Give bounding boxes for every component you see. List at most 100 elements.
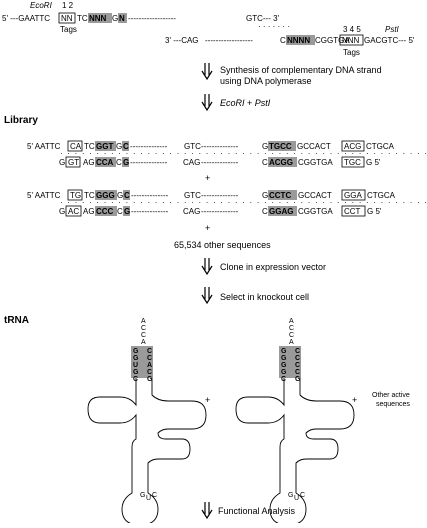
trna-label: tRNA <box>4 315 29 326</box>
trna-right-stem-l2: G <box>281 362 287 369</box>
trna-right-stem-l0: G <box>281 348 287 355</box>
seq1-bot-hl3 <box>268 157 297 167</box>
top-strand-tail: GTC--- 3' <box>246 14 280 23</box>
trna-left-stem-l1: G <box>133 355 139 362</box>
digest-plus: + <box>245 98 255 108</box>
trna-right-anticodon-3: C <box>300 492 305 499</box>
seq1-bot-hl1-text: CCA <box>96 158 114 167</box>
step-functional-text: Functional Analysis <box>218 506 296 516</box>
trna-right-stem-highlight <box>279 346 301 378</box>
other-active-line1: Other active <box>372 392 410 399</box>
seq1-bot-mid2: C <box>116 158 122 167</box>
bottom-highlight <box>286 35 315 45</box>
seq2-bot-mid3: CGGTGA <box>298 207 333 216</box>
step-synthesis-line1: Synthesis of complementary DNA strand <box>220 65 382 75</box>
seq2-top-box2 <box>341 189 366 201</box>
bottom-tags-label: Tags <box>343 48 360 57</box>
trna-left-stem-r0: C <box>147 348 152 355</box>
trna-right-stem-r3: C <box>295 369 300 376</box>
bottom-tag-box <box>339 34 364 46</box>
top-highlight-2-text: N <box>119 14 125 23</box>
seq2-bot-hl2 <box>123 206 130 216</box>
seq1-bot-dashes: -------------- <box>130 158 168 167</box>
library-plus-2: + <box>205 223 210 233</box>
seq1-bot-mid1: AG <box>83 158 95 167</box>
trna-plus-between: + <box>205 395 210 405</box>
trna-left-stem-r1: C <box>147 355 152 362</box>
trna-left-acceptor-c2: C <box>141 332 146 339</box>
seq1-top-mid2: G <box>116 142 122 151</box>
step-digest: EcoRI + PstI <box>201 93 271 111</box>
seq1-top-tail: CTGCA <box>366 142 395 151</box>
seq1-top-hl2 <box>122 141 129 151</box>
step-select-text: Select in knockout cell <box>220 292 309 302</box>
seq1-top-prefix: 5' AATTC <box>27 142 61 151</box>
trna-left-anticodon-1: G <box>140 492 145 499</box>
trna-right-stem-r0: C <box>295 348 300 355</box>
trna-right-stem-l3: G <box>281 369 287 376</box>
digest-enzyme-1: EcoRI <box>220 98 245 108</box>
seq2-bot-hl3-text: GGAG <box>269 207 293 216</box>
enzyme-label-ecori: EcoRI <box>30 1 53 10</box>
seq1-top-mid1: TC <box>84 142 95 151</box>
seq1-bot-box1-text: GT <box>68 158 79 167</box>
trna-right-acceptor-a: A <box>289 318 294 325</box>
pairing-dots-top: · · · · · · · <box>258 22 290 31</box>
step-clone: Clone in expression vector <box>201 257 326 275</box>
top-tag-box-text: NN <box>61 14 73 23</box>
top-strand-mid2: G <box>112 14 118 23</box>
seq2-top-hl3 <box>268 190 297 200</box>
digest-enzyme-2: PstI <box>255 98 271 108</box>
top-tags-label: Tags <box>60 25 77 34</box>
top-strand-mid1: TC <box>77 14 88 23</box>
bottom-strand-mid: CGGTGA <box>315 36 350 45</box>
other-active-line2: sequences <box>376 401 410 408</box>
seq2-bot-box2-text: CCT <box>344 207 361 216</box>
seq2-top-dashes: -------------- <box>131 191 169 200</box>
step-clone-text: Clone in expression vector <box>220 262 326 272</box>
double-arrow-icon <box>201 93 213 111</box>
seq1-bot-box2 <box>341 156 365 168</box>
seq1-bot-tail: G 5' <box>366 158 381 167</box>
seq1-bot-hl2-text: G <box>123 158 129 167</box>
trna-right-acceptor-c2: C <box>289 332 294 339</box>
seq1-top-dashes2: -------------- <box>201 142 239 151</box>
trna-right-acceptor-c1: C <box>289 325 294 332</box>
step-functional: Functional Analysis <box>201 501 296 519</box>
enzyme-label-psti: PstI <box>385 25 400 34</box>
seq2-top-prefix: 5' AATTC <box>27 191 61 200</box>
step-synthesis: Synthesis of complementary DNA strand us… <box>201 62 382 86</box>
seq1-bot-hl3-text: ACGG <box>269 158 293 167</box>
seq1-top-g: G <box>262 142 268 151</box>
trna-left-stem-l0: G <box>133 348 139 355</box>
seq2-top-dashes2: -------------- <box>201 191 239 200</box>
trna-right-anticodon-2: U <box>294 495 299 502</box>
trna-left-acceptor-a: A <box>141 318 146 325</box>
seq1-bot-hl1 <box>95 157 116 167</box>
bottom-tag-box-text: NNN <box>342 36 360 45</box>
seq2-top-box2-text: GGA <box>344 191 362 200</box>
double-arrow-icon <box>201 257 213 275</box>
trna-left-stem-r4: G <box>147 376 153 383</box>
top-strand-group: EcoRI 1 2 5' ---GAATTC NN TC NNN G N ---… <box>2 1 415 57</box>
step-select: Select in knockout cell <box>201 286 309 304</box>
seq2-top-hl3-text: CCTC <box>269 191 291 200</box>
trna-left-stem-l2: U <box>133 362 138 369</box>
seq2-top-mid3: GCCACT <box>298 191 332 200</box>
seq1-bot-box2-text: TGC <box>344 158 361 167</box>
trna-left-anticodon-3: C <box>152 492 157 499</box>
top-highlight-1 <box>88 13 112 23</box>
trna-right: A C C A G G G G C C C C C G G U C <box>235 318 355 526</box>
seq2-bot-hl1-text: CCC <box>96 207 114 216</box>
tag-numbers-left: 1 2 <box>62 1 74 10</box>
trna-left-stem-r3: C <box>147 369 152 376</box>
seq2-top-hl1-text: GGG <box>96 191 115 200</box>
seq2-top-hl2-text: C <box>124 191 130 200</box>
seq2-bot-prefix: G <box>59 207 65 216</box>
seq2-bot-hl3 <box>268 206 297 216</box>
bottom-strand-dashes: ------------------ <box>205 36 253 45</box>
seq2-bot-box2 <box>341 205 366 217</box>
trna-left-acceptor-a2: A <box>141 339 146 346</box>
seq2-bot-mid2: C <box>117 207 123 216</box>
bottom-strand-prefix: 3' ---CAG <box>165 36 199 45</box>
